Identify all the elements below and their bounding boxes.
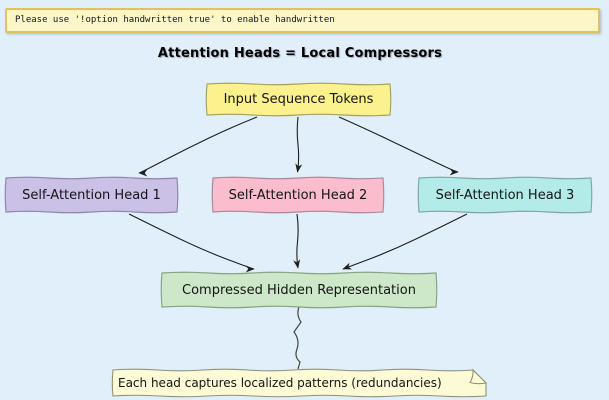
note-connector-line: [293, 306, 302, 370]
bottom-note-body: [111, 368, 487, 398]
edge-head3-compressed: [342, 213, 468, 270]
edge-head1-compressed: [128, 213, 255, 273]
node-self-attention-head-3-shape: [417, 176, 593, 214]
diagram-title: Attention Heads = Local Compressors: [157, 46, 443, 61]
node-label: Self-Attention Head 1: [22, 187, 161, 203]
node-input-sequence-tokens-shape: [205, 82, 392, 117]
bottom-note: Each head captures localized patterns (r…: [118, 370, 478, 396]
bottom-note-text: Each head captures localized patterns (r…: [118, 376, 442, 390]
node-label: Self-Attention Head 2: [228, 187, 368, 203]
node-label: Self-Attention Head 3: [435, 187, 575, 203]
edge-head2-compressed: [293, 213, 301, 269]
edge-input-head2: [295, 116, 303, 173]
node-self-attention-head-2-shape: [211, 176, 385, 214]
node-self-attention-head-3: Self-Attention Head 3: [419, 177, 591, 213]
node-self-attention-head-2: Self-Attention Head 2: [213, 177, 383, 213]
edges-input-to-heads: [138, 116, 459, 177]
top-note: Please use '!option handwritten true' to…: [5, 8, 600, 33]
node-self-attention-head-1: Self-Attention Head 1: [6, 177, 177, 213]
node-self-attention-head-1-shape: [4, 176, 179, 214]
node-input-sequence-tokens: Input Sequence Tokens: [207, 83, 390, 115]
node-label: Input Sequence Tokens: [223, 91, 374, 107]
bottom-note-fold-corner: [469, 368, 488, 385]
node-label: Compressed Hidden Representation: [182, 282, 416, 298]
bottom-note-shape: [111, 368, 488, 398]
edge-input-head1: [138, 116, 258, 177]
edge-input-head3: [338, 116, 459, 176]
edges-heads-to-compressed: [128, 213, 468, 273]
top-note-text: Please use '!option handwritten true' to…: [15, 15, 335, 25]
node-compressed-hidden-representation-shape: [160, 271, 438, 309]
node-compressed-hidden-representation: Compressed Hidden Representation: [162, 273, 436, 307]
